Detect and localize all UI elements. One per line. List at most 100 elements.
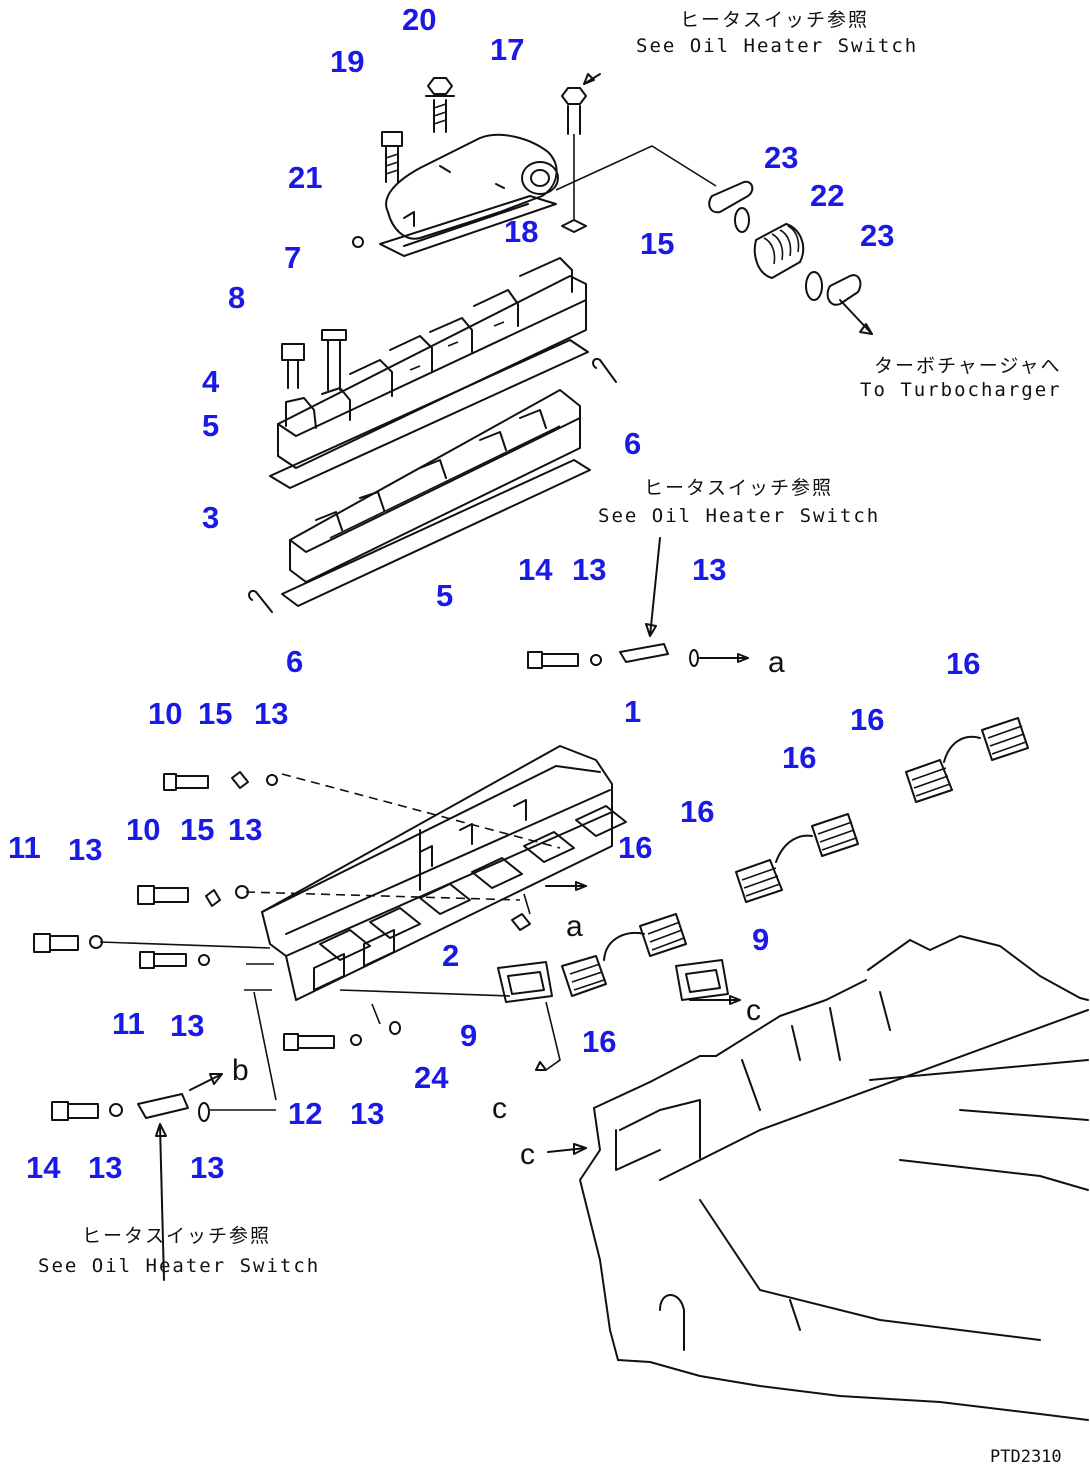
gasket-9-left — [497, 961, 553, 1003]
note-turbo-ja: ターボチャージャへ — [874, 355, 1061, 377]
line-art — [33, 73, 1089, 1421]
callout-9: 9 — [752, 922, 769, 957]
callouts: 20 17 19 21 18 23 22 23 15 7 8 4 5 6 3 5… — [8, 2, 980, 1185]
ref-a-lower: a — [566, 910, 583, 943]
callout-13: 13 — [88, 1150, 122, 1185]
callout-20: 20 — [402, 2, 436, 37]
leader-11 — [99, 941, 271, 949]
callout-15: 15 — [198, 696, 232, 731]
callout-13: 13 — [170, 1008, 204, 1043]
heater-16-a — [561, 913, 687, 997]
callout-7: 7 — [284, 240, 301, 275]
pin-6-right — [592, 358, 617, 383]
callout-10: 10 — [126, 812, 160, 847]
heater-16-c — [905, 717, 1029, 803]
callout-6: 6 — [286, 644, 303, 679]
callout-16: 16 — [618, 830, 652, 865]
note-heater-switch-mid-ja: ヒータスイッチ参照 — [644, 477, 833, 499]
leader-dash-1 — [281, 773, 561, 849]
callout-3: 3 — [202, 500, 219, 535]
notes: ヒータスイッチ参照 See Oil Heater Switch ターボチャージャ… — [38, 9, 1062, 1277]
bolt-10-mid — [137, 885, 249, 907]
callout-2: 2 — [442, 938, 459, 973]
callout-9: 9 — [460, 1018, 477, 1053]
leader-to-turbo — [555, 145, 717, 191]
callout-13: 13 — [692, 552, 726, 587]
callout-13: 13 — [228, 812, 262, 847]
bolt-12 — [244, 963, 362, 1101]
callout-8: 8 — [228, 280, 245, 315]
callout-16: 16 — [946, 646, 980, 681]
gasket-5-lower — [281, 459, 591, 607]
callout-4: 4 — [202, 364, 220, 399]
callout-14: 14 — [26, 1150, 61, 1185]
callout-5: 5 — [436, 578, 453, 613]
callout-13: 13 — [190, 1150, 224, 1185]
manifold-cover-4 — [277, 257, 587, 469]
ref-b: b — [232, 1054, 249, 1087]
arrow-c-engine — [547, 1147, 587, 1153]
ref-c-right: c — [746, 994, 761, 1027]
note-heater-switch-top-ja: ヒータスイッチ参照 — [680, 9, 869, 31]
hose-assembly — [708, 180, 873, 335]
bolt-8 — [281, 343, 305, 389]
callout-11: 11 — [8, 830, 41, 865]
plate-15-top — [561, 219, 587, 233]
note-turbo-en: To Turbocharger — [860, 379, 1062, 401]
callout-16: 16 — [782, 740, 816, 775]
ref-c-engine: c — [520, 1138, 535, 1171]
callout-16: 16 — [582, 1024, 616, 1059]
bolt-19 — [381, 131, 403, 183]
bolt-14-mid — [527, 537, 749, 669]
ref-c-left: c — [492, 1092, 507, 1125]
callout-18: 18 — [504, 214, 538, 249]
callout-13: 13 — [254, 696, 288, 731]
gasket-18 — [379, 195, 557, 257]
leader-a — [523, 893, 531, 915]
callout-1: 1 — [624, 694, 641, 729]
bolt-20 — [425, 77, 455, 133]
callout-21: 21 — [288, 160, 322, 195]
bolt-10-top — [163, 771, 278, 791]
exhaust-manifold-1 — [261, 745, 627, 1001]
manifold-body-3 — [289, 389, 581, 583]
gasket-5-upper — [269, 339, 589, 489]
callout-13: 13 — [350, 1096, 384, 1131]
callout-16: 16 — [850, 702, 884, 737]
callout-23: 23 — [764, 140, 798, 175]
ref-a-upper: a — [768, 646, 785, 679]
outlet-housing-17 — [385, 133, 559, 240]
callout-15: 15 — [180, 812, 214, 847]
callout-15: 15 — [640, 226, 674, 261]
callout-16: 16 — [680, 794, 714, 829]
callout-23: 23 — [860, 218, 894, 253]
plug-24 — [389, 1021, 401, 1035]
reference-letters: a a b c c c — [232, 646, 785, 1171]
callout-22: 22 — [810, 178, 844, 213]
callout-10: 10 — [148, 696, 182, 731]
callout-17: 17 — [490, 32, 524, 67]
bolt-14-bottom — [51, 1073, 276, 1281]
note-heater-switch-bottom-ja: ヒータスイッチ参照 — [82, 1225, 271, 1247]
bolt-7 — [321, 329, 347, 391]
bolt-11-mid — [139, 951, 210, 969]
callout-14: 14 — [518, 552, 553, 587]
callout-24: 24 — [414, 1060, 449, 1095]
note-heater-switch-top-en: See Oil Heater Switch — [636, 35, 918, 57]
note-heater-switch-mid-en: See Oil Heater Switch — [598, 505, 880, 527]
callout-5: 5 — [202, 408, 219, 443]
bolt-top-right — [561, 87, 587, 220]
leader-9 — [339, 989, 511, 997]
plug-2 — [511, 913, 531, 931]
engine-block — [579, 935, 1089, 1421]
drawing-code: PTD2310 — [990, 1447, 1062, 1467]
callout-19: 19 — [330, 44, 364, 79]
callout-12: 12 — [288, 1096, 322, 1131]
callout-13: 13 — [572, 552, 606, 587]
callout-6: 6 — [624, 426, 641, 461]
callout-13: 13 — [68, 832, 102, 867]
leader-24 — [371, 1003, 381, 1025]
pin-6-left — [248, 590, 273, 613]
leader-dash-2 — [245, 891, 521, 901]
